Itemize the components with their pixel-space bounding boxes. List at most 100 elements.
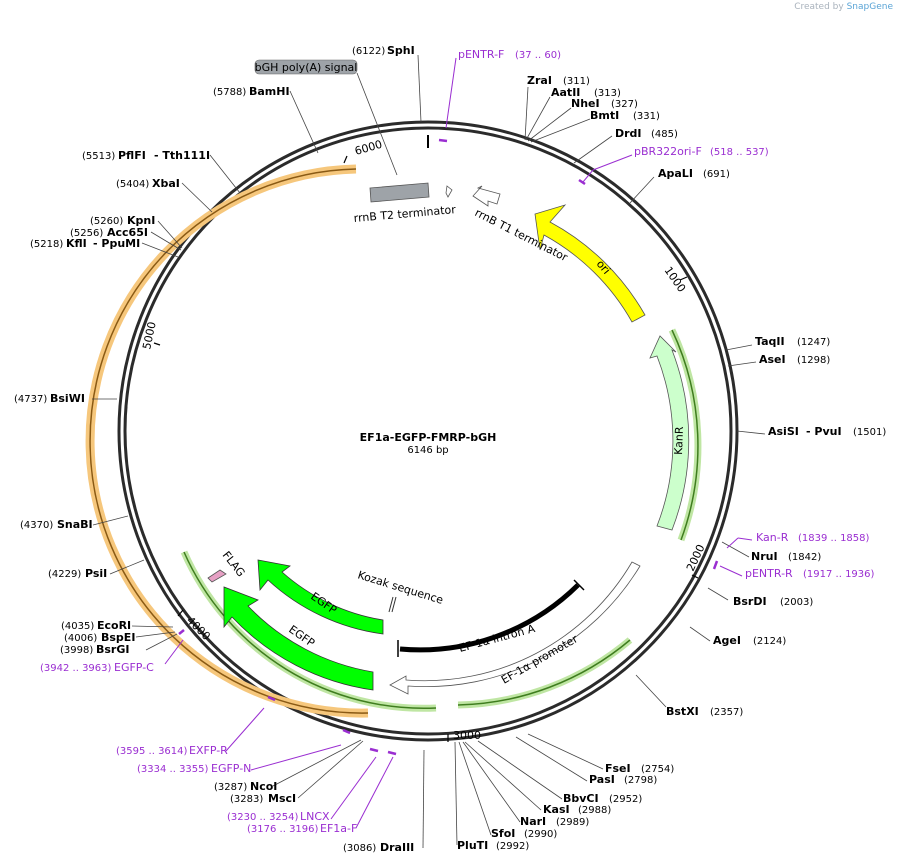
site-pos-apali: (691) [703, 169, 730, 180]
site-pos-kasi: (2988) [578, 805, 611, 816]
primer-name-pentr-f: pENTR-F [458, 48, 504, 61]
watermark-prefix: Created by [794, 2, 844, 12]
primer-name-pentr-r: pENTR-R [745, 567, 793, 580]
site-pos-xbai: (5404) [116, 179, 149, 190]
site-name-apali: ApaLI [658, 167, 693, 180]
site-name-kpni: KpnI [127, 214, 155, 227]
site-pos-pasi: (2798) [624, 775, 657, 786]
bgh-leader [356, 72, 398, 176]
site-pos-bmti: (331) [633, 111, 660, 122]
green-track-bottom-line [457, 639, 631, 706]
primer-range-egfp-n: (3334 .. 3355) [137, 764, 209, 775]
plasmid-name: EF1a-EGFP-FMRP-bGH [360, 431, 497, 444]
tick-2000 [691, 574, 699, 579]
site-pos-msci: (3283) [230, 794, 263, 805]
site-extra-pflfi: - Tth111I [154, 149, 210, 162]
tick-1000 [679, 276, 688, 281]
site-name-bamhi: BamHI [249, 85, 290, 98]
orange-track-line [89, 168, 369, 714]
kozak-mark-2 [391, 596, 397, 613]
primer-name-ef1a-f: EF1a-F [320, 822, 357, 835]
site-pos-bstxi: (2357) [710, 707, 743, 718]
site-name-bsrgi: BsrGI [96, 643, 129, 656]
kanr-arrow[interactable] [649, 335, 690, 531]
t2-small-arrow [445, 185, 453, 198]
site-extra-asisi: - PvuI [806, 425, 842, 438]
ruler-6000: 6000 [353, 138, 383, 158]
rrnb-t2-label: rrnB T2 terminator [353, 203, 457, 225]
site-name-bspei: BspEI [101, 631, 135, 644]
site-name-nari: NarI [520, 815, 546, 828]
watermark-brand: SnapGene [846, 2, 893, 12]
site-pos-ncoi: (3287) [214, 782, 247, 793]
primer-name-kan-r: Kan-R [756, 531, 789, 544]
site-name-nhei: NheI [571, 97, 600, 110]
site-pos-pluti: (2992) [496, 841, 529, 852]
site-pos-nrui: (1842) [788, 552, 821, 563]
bgh-label-box[interactable] [254, 59, 358, 75]
site-name-msci: MscI [268, 792, 296, 805]
site-pos-sfoi: (2990) [524, 829, 557, 840]
kozak-label: Kozak sequence [356, 568, 445, 606]
bgh-label: bGH poly(A) signal [255, 61, 358, 74]
site-pos-ecori: (4035) [61, 621, 94, 632]
site-name-zrai: ZraI [527, 74, 552, 87]
site-pos-snabi: (4370) [20, 520, 53, 531]
site-labels: (6122) SphI ZraI (311) AatII (313) NheI … [14, 44, 886, 854]
ruler-3000: 3000 [453, 729, 481, 742]
intron-arc[interactable] [399, 583, 580, 653]
site-leaders [92, 54, 766, 849]
ef1a-promoter-arrow[interactable] [389, 561, 641, 695]
green-track-left-line [183, 551, 437, 710]
site-pos-fsei: (2754) [641, 764, 674, 775]
site-name-bbvci: BbvCI [563, 792, 599, 805]
tick-4000 [177, 609, 184, 617]
egfp-arrow-2[interactable] [223, 586, 374, 691]
primer-labels: pENTR-F (37 .. 60) pBR322ori-F (518 .. 5… [40, 48, 875, 835]
site-name-kasi: KasI [543, 803, 570, 816]
primer-range-ef1a-f: (3176 .. 3196) [247, 824, 319, 835]
tick-6000 [343, 155, 348, 164]
site-name-bstxi: BstXI [666, 705, 699, 718]
site-name-pflfi: PflFI [118, 149, 146, 162]
site-name-acc65i: Acc65I [107, 226, 148, 239]
intron-label: EF-1α intron A [457, 622, 536, 655]
primer-range-lncx: (3230 .. 3254) [227, 812, 299, 823]
site-pos-bamhi: (5788) [213, 87, 246, 98]
site-name-fsei: FseI [605, 762, 631, 775]
site-pos-aatii: (313) [594, 88, 621, 99]
primer-range-kan-r: (1839 .. 1858) [798, 533, 870, 544]
site-name-sphi: SphI [387, 44, 415, 57]
primer-name-pbr322ori-f: pBR322ori-F [634, 145, 702, 158]
rrnb-t2-box[interactable] [369, 182, 430, 203]
kozak-mark-1 [388, 596, 394, 613]
site-pos-zrai: (311) [563, 76, 590, 87]
site-pos-bspei: (4006) [64, 633, 97, 644]
site-pos-psii: (4229) [48, 569, 81, 580]
site-name-asei: AseI [759, 353, 786, 366]
site-name-ecori: EcoRI [97, 619, 131, 632]
site-pos-drdi: (485) [651, 129, 678, 140]
ori-arrow[interactable] [534, 204, 646, 323]
site-name-draiii: DraIII [380, 841, 414, 854]
site-name-snabi: SnaBI [57, 518, 93, 531]
site-name-psii: PsiI [85, 567, 107, 580]
primer-range-egfp-c: (3942 .. 3963) [40, 663, 112, 674]
site-pos-sphi: (6122) [352, 46, 385, 57]
flag-arrow[interactable] [207, 569, 227, 583]
egfp-arrow-1[interactable] [257, 559, 384, 635]
site-pos-kpni: (5260) [90, 216, 123, 227]
site-name-taqii: TaqII [755, 335, 785, 348]
site-pos-asisi: (1501) [853, 427, 886, 438]
rrnb-t1-arrow[interactable] [472, 185, 501, 207]
primer-name-egfp-c: EGFP-C [114, 661, 154, 674]
site-pos-taqii: (1247) [797, 337, 830, 348]
site-pos-nhei: (327) [611, 99, 638, 110]
site-pos-kfli: (5218) [30, 239, 63, 250]
site-name-aatii: AatII [551, 86, 580, 99]
primer-name-lncx: LNCX [300, 810, 330, 823]
site-name-pasi: PasI [589, 773, 615, 786]
primer-range-exfp-r: (3595 .. 3614) [116, 746, 188, 757]
site-pos-acc65i: (5256) [70, 228, 103, 239]
primer-name-egfp-n: EGFP-N [211, 762, 251, 775]
